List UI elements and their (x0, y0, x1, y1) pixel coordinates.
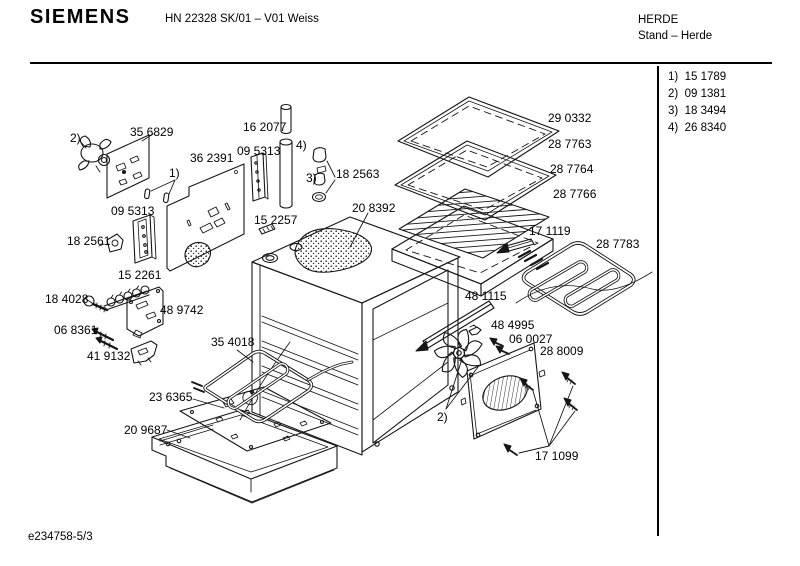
legend-item: 3) 18 3494 (668, 105, 727, 117)
screw-drawing-184028 (83, 295, 109, 313)
base-plate-drawing-236365 (179, 386, 332, 452)
category-title: HERDE (638, 14, 679, 26)
bracket-drawing-489742 (126, 286, 164, 339)
screws-drawing-callout-1 (143, 179, 176, 204)
oven-cavity-drawing-208392 (251, 212, 461, 456)
terminal-block-drawing-152261 (103, 285, 150, 311)
side-rail-drawing-481115 (415, 300, 495, 352)
bracket-drawing-419132 (130, 340, 158, 366)
tube-drawing-162077 (280, 103, 292, 135)
category-block: HERDE Stand – Herde (638, 12, 712, 44)
model-title: HN 22328 SK/01 – V01 Weiss (165, 13, 319, 25)
small-part-drawing-152257 (258, 223, 276, 235)
brand-logo: SIEMENS (30, 6, 131, 28)
screws-drawing-060027 (489, 337, 510, 355)
clip-drawing-484995 (468, 324, 482, 336)
heating-element-drawing-287783 (515, 241, 653, 316)
shelf-rail-drawing-171119 (496, 238, 535, 254)
knob-parts-drawing-182563 (311, 147, 336, 203)
rear-panel-drawing-362391 (166, 163, 245, 272)
screws-drawing-068361 (91, 327, 119, 351)
legend-item: 2) 09 1381 (668, 88, 727, 100)
deep-pan-drawing-287766 (391, 205, 554, 297)
tube-drawing-callout-4 (279, 138, 293, 209)
drawer-panel-drawing-209687 (151, 409, 338, 504)
bracket-drawing-095313-b (250, 152, 269, 202)
baking-tray-drawing-290332 (397, 96, 560, 178)
back-panel-drawing-288009 (460, 342, 546, 440)
fan-motor-drawing (78, 135, 112, 173)
small-part-drawing-182561 (98, 233, 124, 253)
legend-divider (657, 66, 659, 536)
wire-rack-drawing-287764 (398, 188, 550, 259)
legend-item: 1) 15 1789 (668, 71, 727, 83)
screws-drawing-171099 (503, 371, 578, 456)
legend-list: 1) 15 1789 2) 09 1381 3) 18 3494 4) 26 8340 (668, 69, 726, 137)
leader-callout-2a (445, 358, 463, 410)
heating-element-drawing-354018 (191, 341, 354, 424)
category-subtitle: Stand – Herde (638, 30, 713, 42)
doc-number: e234758-5/3 (28, 531, 93, 543)
header-divider (30, 62, 772, 64)
legend-item: 4) 26 8340 (668, 122, 727, 134)
bracket-drawing-095313-a (132, 214, 157, 264)
baking-tray-drawing-287763 (394, 140, 557, 221)
mounting-plate-drawing-356829 (106, 133, 154, 199)
